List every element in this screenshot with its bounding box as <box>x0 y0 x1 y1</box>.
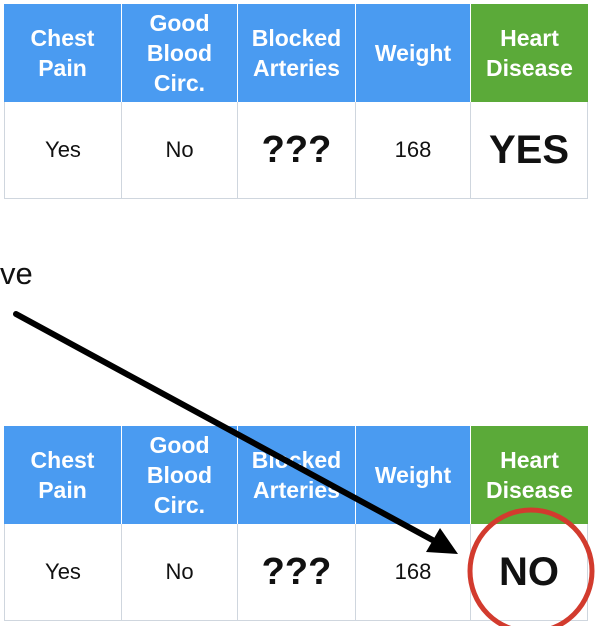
cell-heart-disease: YES <box>471 102 588 199</box>
header-heart-disease: Heart Disease <box>471 4 588 102</box>
header-chest-pain: Chest Pain <box>4 4 122 102</box>
header-good-blood-circ: Good Blood Circ. <box>122 426 238 524</box>
header-weight: Weight <box>356 426 471 524</box>
header-chest-pain: Chest Pain <box>4 426 122 524</box>
cell-heart-disease: NO <box>471 524 588 621</box>
cell-good-blood-circ: No <box>122 524 238 621</box>
cell-blocked-arteries-unknown: ??? <box>238 524 356 621</box>
header-blocked-arteries: Blocked Arteries <box>238 426 356 524</box>
cell-chest-pain: Yes <box>4 102 122 199</box>
cell-blocked-arteries-unknown: ??? <box>238 102 356 199</box>
header-heart-disease: Heart Disease <box>471 426 588 524</box>
cropped-side-text: ve <box>0 256 33 291</box>
header-weight: Weight <box>356 4 471 102</box>
header-blocked-arteries: Blocked Arteries <box>238 4 356 102</box>
bottom-table: Chest Pain Good Blood Circ. Blocked Arte… <box>4 426 590 621</box>
cell-chest-pain: Yes <box>4 524 122 621</box>
cell-weight: 168 <box>356 102 471 199</box>
cell-good-blood-circ: No <box>122 102 238 199</box>
cell-weight: 168 <box>356 524 471 621</box>
top-table: Chest Pain Good Blood Circ. Blocked Arte… <box>4 4 590 199</box>
header-good-blood-circ: Good Blood Circ. <box>122 4 238 102</box>
